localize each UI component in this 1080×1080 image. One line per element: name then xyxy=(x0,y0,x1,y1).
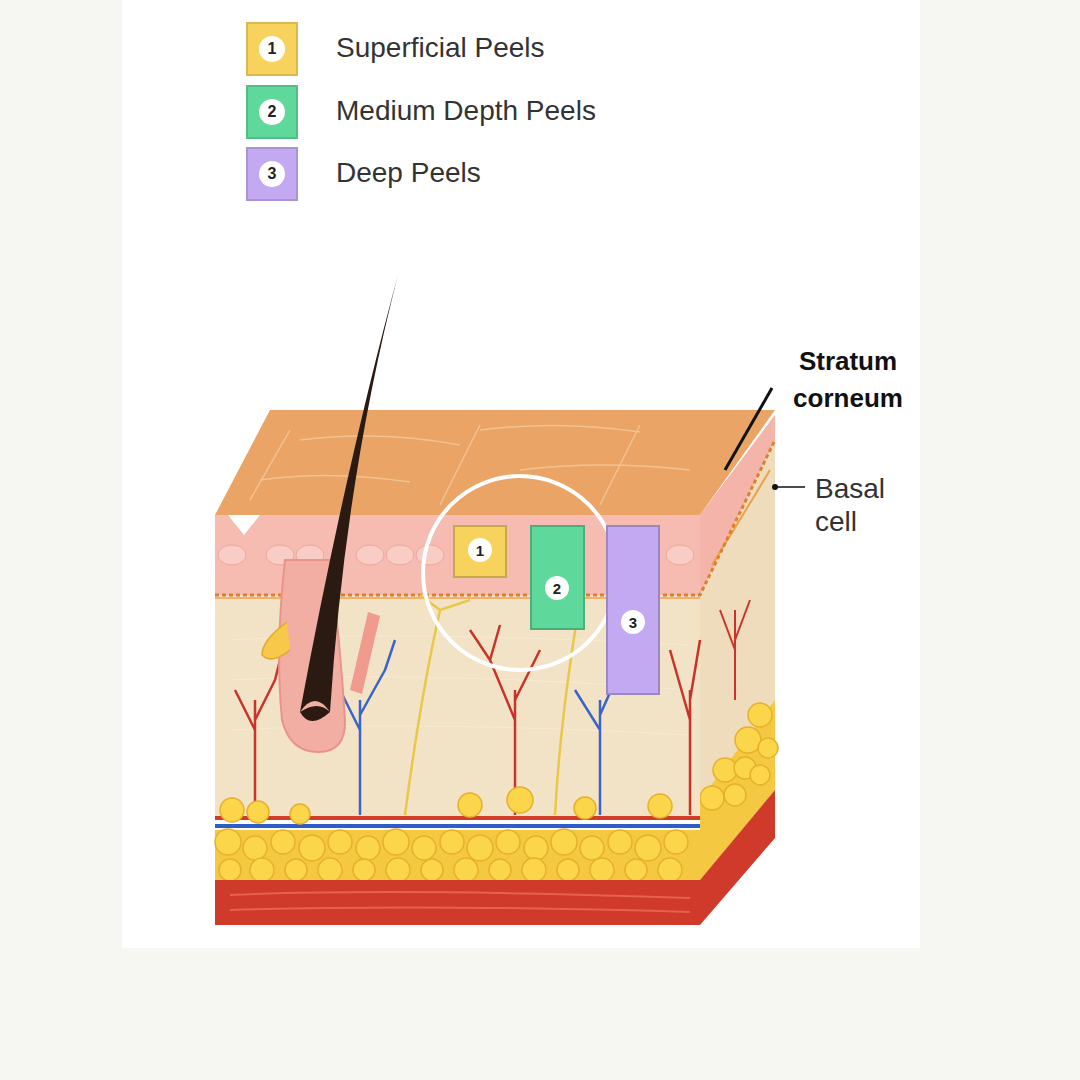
legend-text: Superficial Peels xyxy=(336,31,545,65)
legend-swatch: 1 xyxy=(246,22,298,76)
sebaceous-gland xyxy=(262,622,290,659)
artery-main xyxy=(215,816,700,820)
peel-depth-box: 2 xyxy=(530,525,585,630)
peel-depth-box: 3 xyxy=(606,525,660,695)
layer-label: Stratum corneum xyxy=(783,343,913,417)
vein-main xyxy=(215,824,700,828)
callout-number: 2 xyxy=(259,99,285,125)
panel xyxy=(122,0,920,948)
layer-label: Basal cell xyxy=(815,472,915,538)
callout-number: 1 xyxy=(259,36,285,62)
arrector-pili xyxy=(350,612,380,694)
fat-cells xyxy=(215,787,688,882)
leader-line xyxy=(725,388,772,470)
callout-number: 1 xyxy=(468,538,492,562)
callout-number: 2 xyxy=(545,576,569,600)
leader-dot xyxy=(772,484,778,490)
muscle-layer xyxy=(215,880,700,925)
legend-swatch: 2 xyxy=(246,85,298,139)
legend-text: Deep Peels xyxy=(336,156,481,190)
hair-shaft xyxy=(300,275,398,721)
side-fat-cells xyxy=(700,703,778,810)
callout-number: 3 xyxy=(621,610,645,634)
callout-number: 3 xyxy=(259,161,285,187)
legend-swatch: 3 xyxy=(246,147,298,201)
peel-depth-box: 1 xyxy=(453,525,507,578)
legend-text: Medium Depth Peels xyxy=(336,94,596,128)
highlight-circle xyxy=(423,476,617,670)
side-vessel xyxy=(720,600,750,700)
surface-lines xyxy=(250,425,690,505)
skin-surface xyxy=(215,410,775,515)
leader-line xyxy=(775,486,805,488)
hair-papilla xyxy=(300,701,330,712)
muscle-fibers xyxy=(230,892,690,912)
